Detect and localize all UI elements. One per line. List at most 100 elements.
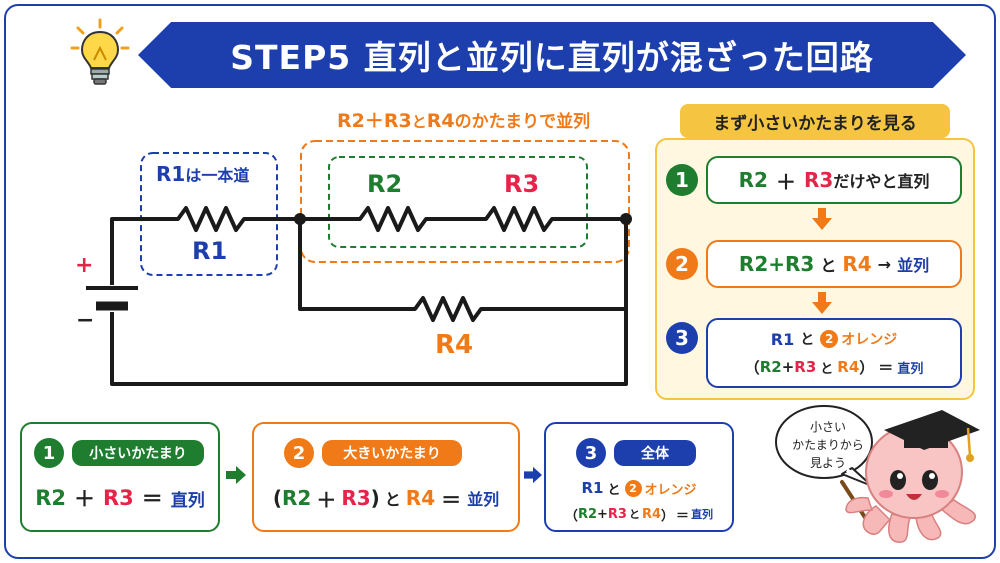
group-label-rest: のかたまりで並列 — [454, 112, 591, 132]
step2-badge: 2 — [666, 248, 698, 280]
step3-badge: 3 — [666, 322, 698, 354]
box2-close: ) — [370, 486, 380, 510]
box2-to: と — [384, 490, 401, 509]
box3-r3: R3 — [607, 506, 627, 522]
step2-to: と — [820, 256, 837, 275]
battery-minus: − — [76, 308, 95, 333]
bottom-box2-pill: 大きいかたまり — [322, 440, 462, 466]
step3-r2: R2 — [759, 358, 782, 376]
r1-note-r1: R1 — [156, 162, 186, 186]
r1-note-rest: は一本道 — [185, 166, 250, 185]
bubble-line2: かたまりから — [792, 438, 864, 452]
box2-eq: ＝ — [441, 487, 462, 512]
box2-r4: R4 — [405, 486, 436, 510]
speech-bubble — [775, 405, 873, 487]
box3-orange: オレンジ — [644, 482, 697, 498]
junction-dot-left — [294, 213, 306, 225]
box1-result: 直列 — [170, 490, 205, 511]
step3-open: （ — [744, 358, 760, 377]
step1-rest: だけやと直列 — [833, 172, 930, 191]
box2-open: ( — [272, 486, 282, 510]
title-banner — [138, 22, 966, 88]
box3-plus: + — [597, 506, 608, 522]
group-label-r4: R4 — [426, 110, 455, 132]
box2-result: 並列 — [467, 490, 500, 509]
step3-circle-2: 2 — [820, 330, 839, 348]
r1-dashed-box — [140, 152, 278, 276]
step2-r4: R4 — [842, 252, 872, 276]
outer-orange-dashed-box — [300, 140, 630, 263]
step3-eq: ＝ — [878, 358, 894, 377]
box1-r3: R3 — [103, 486, 134, 510]
box1-r2: R2 — [35, 486, 66, 510]
group-label-r2r3: R2＋R3 — [337, 110, 412, 132]
bubble-line1: 小さい — [809, 420, 846, 434]
box2-r2: R2 — [281, 486, 312, 510]
step1-r2: R2 — [738, 168, 768, 192]
box3-to2: と — [628, 508, 640, 521]
right-arrow-icon — [524, 466, 542, 484]
box1-eq: ＝ — [141, 487, 163, 511]
step1-badge: 1 — [666, 164, 698, 196]
step2-arrow: → — [877, 254, 892, 274]
down-arrow-icon — [812, 292, 832, 314]
steps-panel-header: まず小さいかたまりを見る — [680, 104, 950, 138]
r2-label: R2 — [367, 170, 403, 198]
bubble-line3: 見よう — [809, 456, 846, 470]
box3-r1: R1 — [581, 479, 604, 497]
r3-label: R3 — [504, 170, 540, 198]
bottom-box3-pill: 全体 — [614, 440, 696, 466]
step3-orange: オレンジ — [841, 332, 898, 348]
r1-label: R1 — [192, 237, 228, 265]
box3-circle-2: 2 — [624, 479, 642, 497]
box2-plus: ＋ — [316, 487, 337, 512]
bottom-box1-formula: R2 ＋ R3 ＝ 直列 — [22, 478, 218, 518]
step3-close: ） — [859, 358, 875, 377]
step2-rest: 並列 — [897, 256, 930, 275]
down-arrow-icon — [812, 208, 832, 230]
step1-r3: R3 — [803, 168, 834, 192]
step3-to2: と — [820, 361, 834, 377]
bottom-box1-pill: 小さいかたまり — [72, 440, 204, 466]
box3-open: （ — [564, 508, 578, 524]
box3-to: と — [607, 482, 621, 498]
step3-series: 直列 — [897, 361, 924, 377]
r4-label: R4 — [435, 330, 474, 360]
box3-r2: R2 — [577, 506, 597, 522]
right-arrow-icon — [226, 466, 246, 484]
junction-dot-right — [620, 213, 632, 225]
battery-plus: + — [75, 253, 94, 278]
step3-plus: + — [781, 358, 795, 376]
step1-plus: ＋ — [775, 169, 796, 194]
step3-r3: R3 — [794, 358, 817, 376]
group-label-to: と — [411, 113, 427, 131]
box3-series: 直列 — [691, 508, 714, 521]
octopus-mascot — [840, 410, 980, 543]
lightbulb-icon — [70, 18, 130, 85]
step3-r4: R4 — [837, 358, 860, 376]
bottom-box2-badge: 2 — [284, 438, 314, 468]
step3-to: と — [800, 332, 815, 348]
bottom-box-2 — [252, 422, 520, 532]
step3-r1: R1 — [770, 329, 795, 349]
box1-plus: ＋ — [74, 487, 95, 511]
group-label: R2＋R3とR4のかたまりで並列 — [337, 106, 590, 133]
box3-close: ） — [661, 508, 675, 524]
bottom-box3-badge: 3 — [576, 438, 606, 468]
box3-eq: ＝ — [676, 508, 690, 524]
step2-box: R2+R3 と R4→ 並列 — [706, 240, 962, 288]
box3-r4: R4 — [641, 506, 662, 522]
page-title: STEP5 直列と並列に直列が混ざった回路 — [230, 38, 874, 77]
bottom-box1-badge: 1 — [34, 438, 64, 468]
outer-frame — [4, 4, 996, 559]
step2-r2r3: R2+R3 — [738, 252, 815, 276]
r1-note: R1は一本道 — [156, 162, 249, 186]
box2-r3: R3 — [341, 486, 371, 510]
